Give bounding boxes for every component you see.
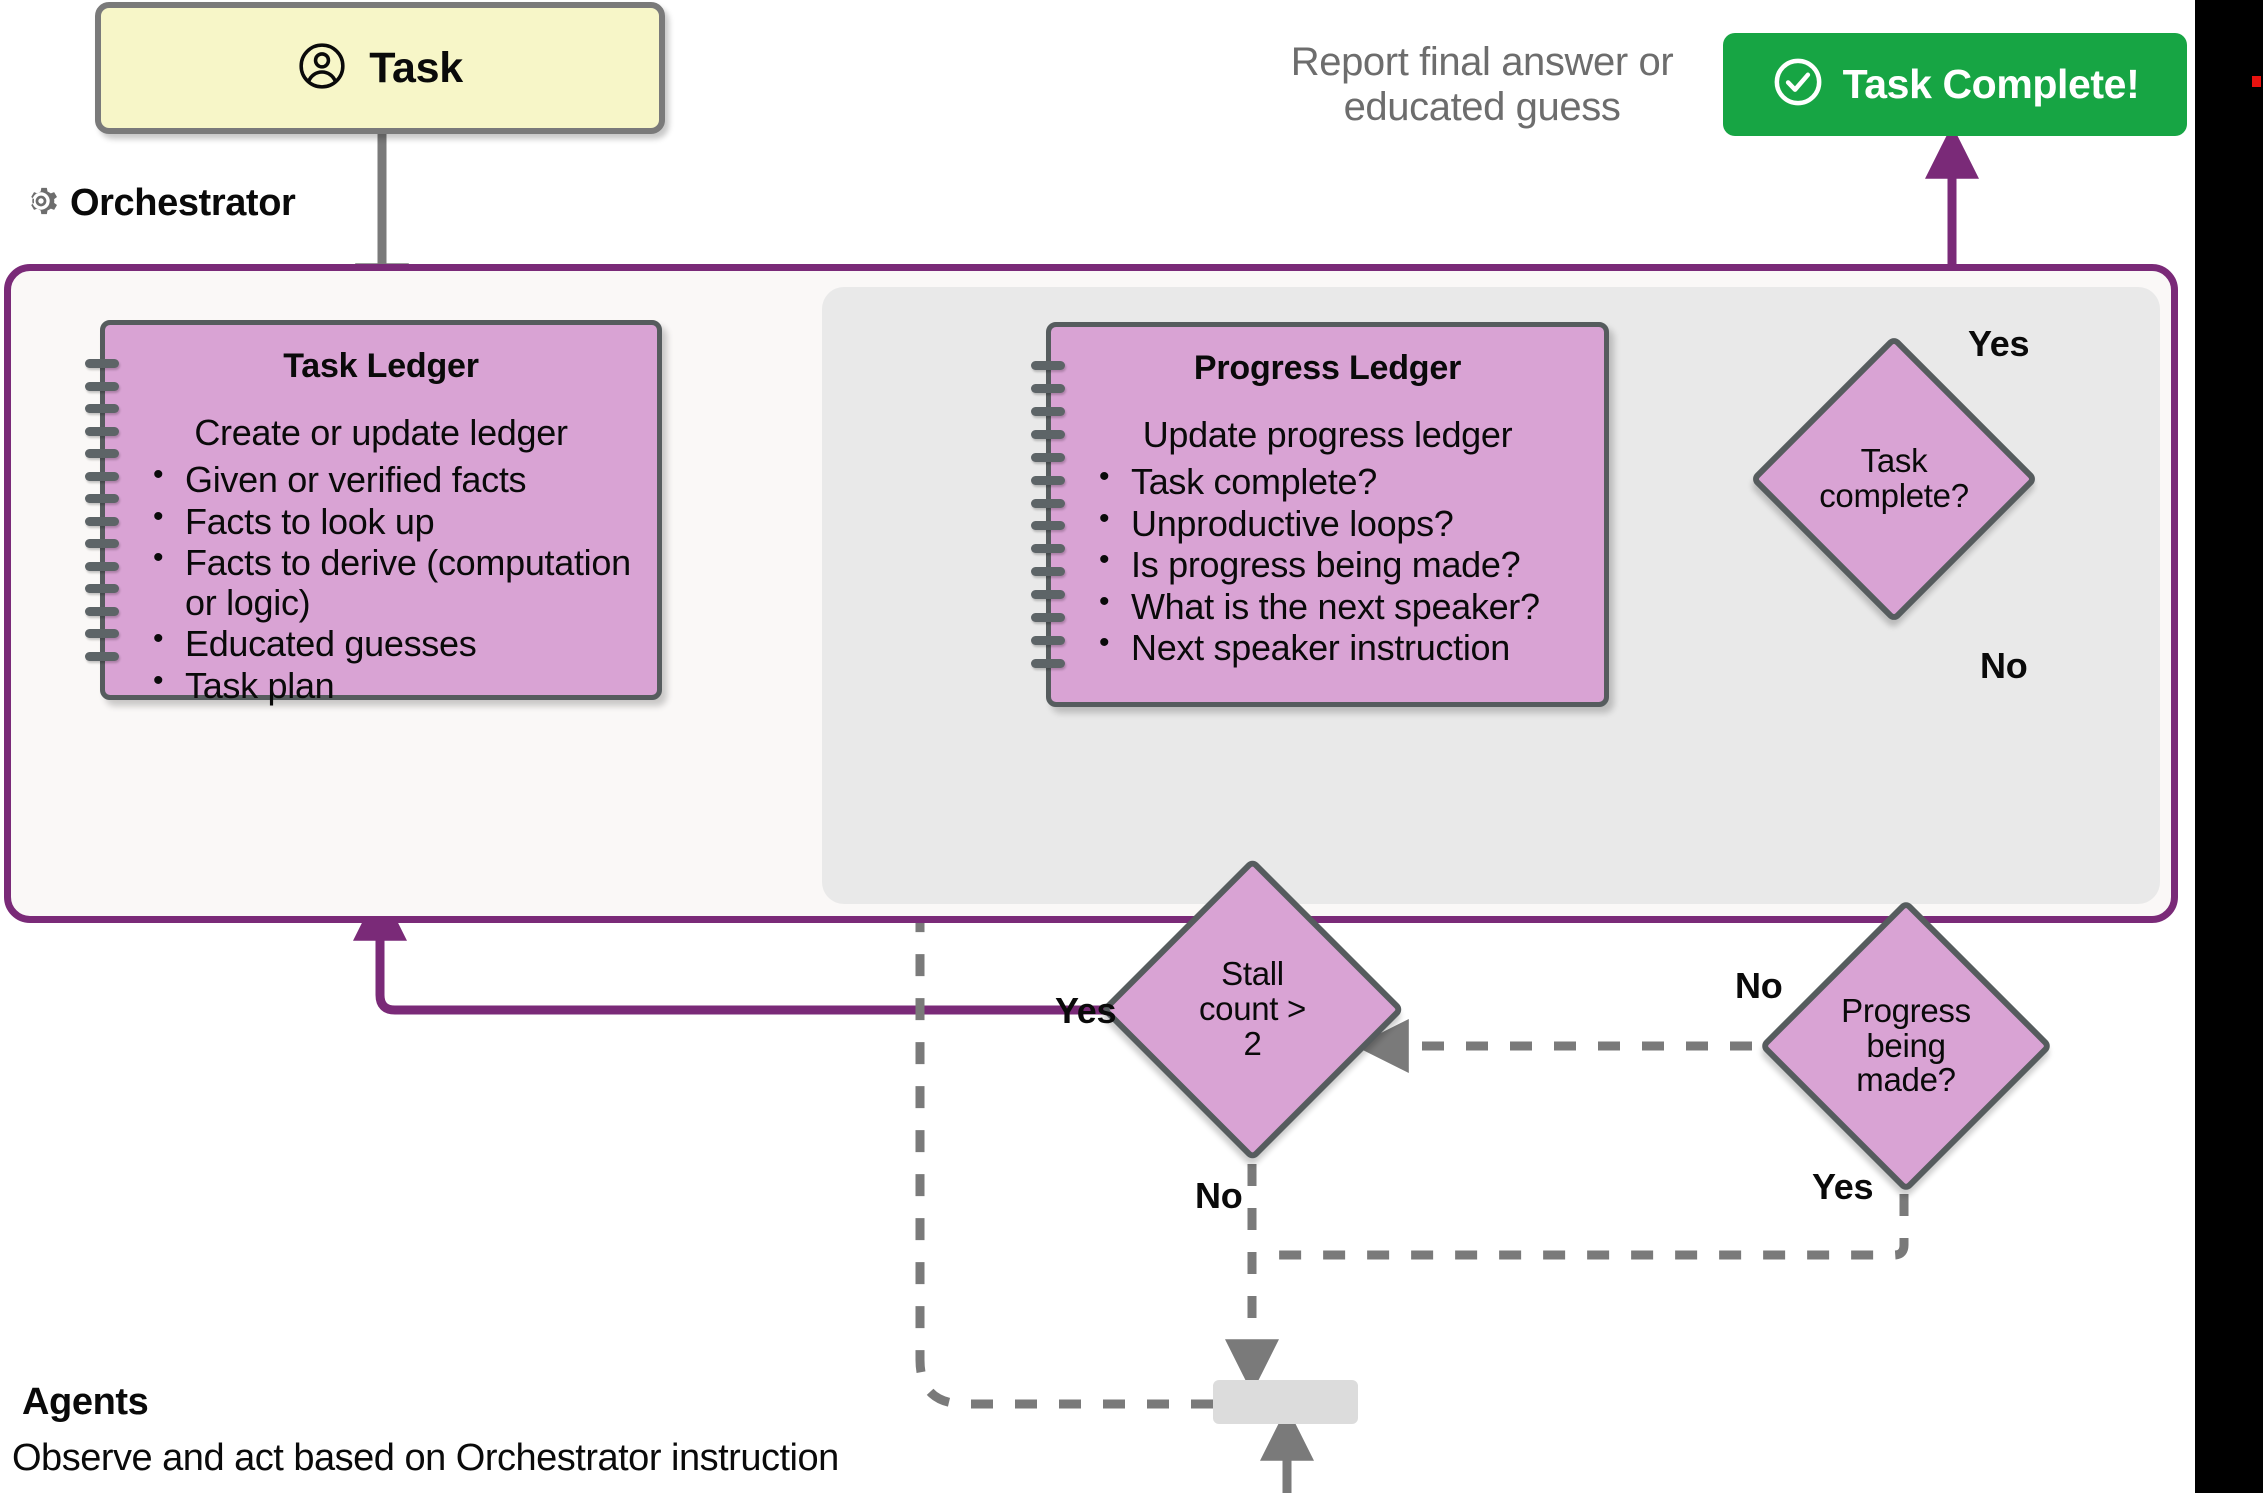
progress-ledger-card[interactable]: Progress Ledger Update progress ledger T…: [1031, 322, 1609, 707]
list-item: Given or verified facts: [151, 458, 643, 500]
orchestrator-caption-label: Orchestrator: [70, 182, 296, 224]
list-item: Facts to look up: [151, 500, 643, 542]
agents-title: Agents: [22, 1381, 149, 1423]
edge-progressmade-yes-loop: [1262, 1150, 1909, 1260]
progress-ledger-title: Progress Ledger: [1193, 349, 1462, 387]
decision-progress-made[interactable]: Progress being made?: [1758, 898, 2054, 1194]
task-ledger-list: Given or verified facts Facts to look up…: [105, 458, 657, 706]
progress-ledger-subtitle: Update progress ledger: [1142, 414, 1513, 455]
decision-task-complete[interactable]: Task complete?: [1749, 334, 2039, 624]
user-circle-icon: [297, 41, 347, 96]
list-item: Is progress being made?: [1097, 543, 1590, 585]
task-card[interactable]: Task: [95, 2, 665, 134]
task-complete-button-label: Task Complete!: [1842, 61, 2140, 107]
notebook-rings-icon: [1031, 361, 1065, 668]
decision-stall-count[interactable]: Stall count > 2: [1100, 857, 1405, 1162]
gear-icon: [22, 182, 60, 225]
red-marker-dot: [2252, 76, 2261, 87]
edge-label-stall-count-yes: Yes: [1055, 990, 1117, 1031]
edge-label-progress-made-no: No: [1735, 965, 1783, 1006]
task-complete-button[interactable]: Task Complete!: [1723, 33, 2187, 136]
decision-progress-made-label: Progress being made?: [1841, 991, 1971, 1099]
agent-placeholder-box[interactable]: [1213, 1380, 1358, 1424]
orchestrator-caption: Orchestrator: [22, 182, 296, 225]
task-card-label: Task: [369, 43, 463, 92]
task-ledger-title: Task Ledger: [283, 347, 479, 385]
list-item: Unproductive loops?: [1097, 502, 1590, 544]
notebook-rings-icon: [85, 359, 119, 661]
edge-label-progress-made-yes: Yes: [1812, 1166, 1874, 1207]
task-ledger-card[interactable]: Task Ledger Create or update ledger Give…: [85, 320, 662, 705]
edge-label-task-complete-no: No: [1980, 645, 2028, 686]
agents-subtitle: Observe and act based on Orchestrator in…: [12, 1437, 839, 1479]
right-black-strip: [2195, 0, 2263, 1493]
decision-task-complete-label: Task complete?: [1819, 442, 1969, 514]
edge-label-stall-count-no: No: [1195, 1175, 1243, 1216]
list-item: Next speaker instruction: [1097, 626, 1590, 668]
list-item: Educated guesses: [151, 622, 643, 664]
list-item: What is the next speaker?: [1097, 585, 1590, 627]
list-item: Facts to derive (computation or logic): [151, 541, 643, 622]
decision-stall-count-label: Stall count > 2: [1198, 955, 1307, 1062]
list-item: Task complete?: [1097, 460, 1590, 502]
report-final-answer-text: Report final answer or educated guess: [1290, 40, 1674, 129]
edge-stallcount-yes-to-taskledger: [353, 886, 1140, 1015]
edge-label-task-complete-yes: Yes: [1968, 323, 2030, 364]
check-circle-icon: [1771, 55, 1825, 114]
progress-ledger-list: Task complete? Unproductive loops? Is pr…: [1051, 460, 1604, 668]
list-item: Task plan: [151, 664, 643, 706]
task-ledger-subtitle: Create or update ledger: [194, 412, 568, 453]
